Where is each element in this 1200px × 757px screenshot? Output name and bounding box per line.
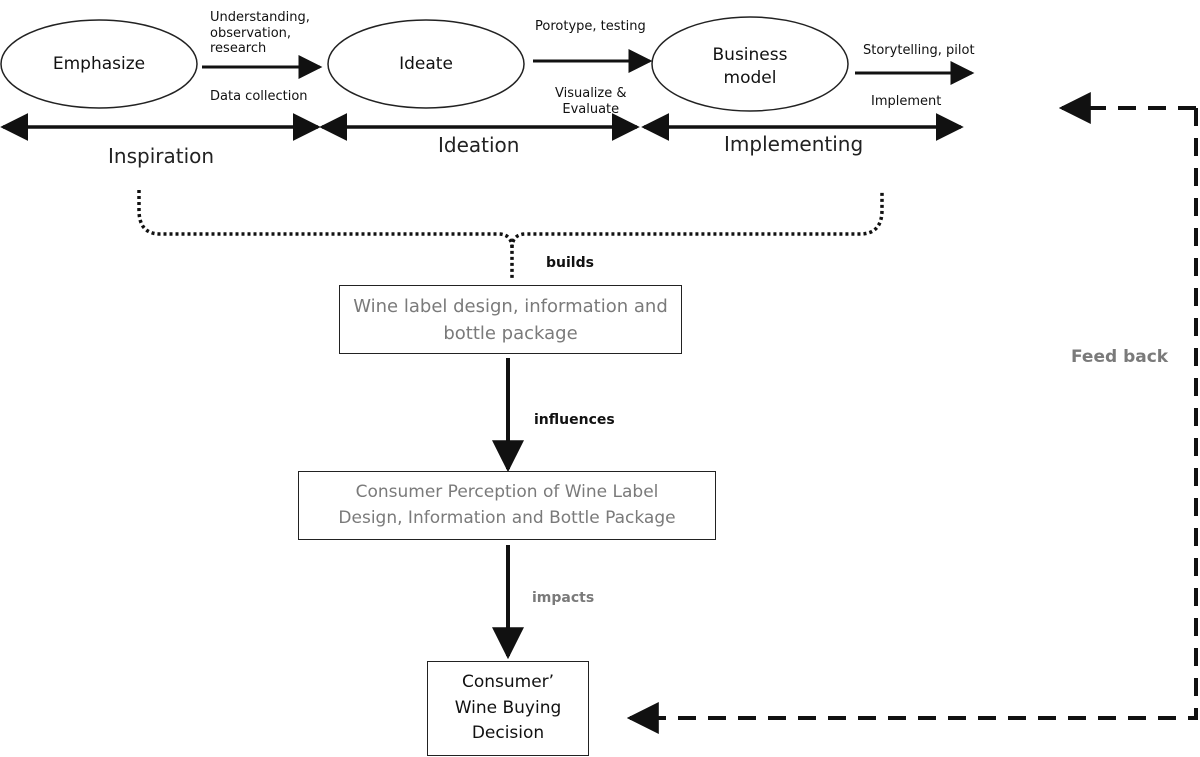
- business-model-label: Business model: [652, 20, 848, 114]
- ideate-ellipse: [327, 19, 525, 109]
- feedback-loop: [626, 108, 1198, 734]
- ideate-label: Ideate: [328, 20, 524, 108]
- ideate-text: Ideate: [399, 53, 453, 74]
- wine-label-box: Wine label design, information and bottl…: [339, 285, 682, 354]
- ideation-label: Ideation: [438, 133, 520, 157]
- impacts-label: impacts: [532, 590, 595, 606]
- feedback-label: Feed back: [1071, 347, 1169, 367]
- implement-label: Implement: [871, 94, 942, 109]
- decision-text: Consumer’ Wine Buying Decision: [454, 672, 562, 744]
- visualize-label: Visualize & Evaluate: [555, 86, 627, 117]
- influences-label: influences: [534, 412, 615, 428]
- understanding-label: Understanding, observation, research: [210, 10, 310, 57]
- prototype-label: Porotype, testing: [535, 19, 646, 34]
- decision-box: Consumer’ Wine Buying Decision: [427, 661, 589, 756]
- perception-box: Consumer Perception of Wine Label Design…: [298, 471, 716, 540]
- data-collection-label: Data collection: [210, 89, 308, 104]
- business-model-text: Business model: [712, 45, 788, 88]
- inspiration-label: Inspiration: [108, 144, 215, 168]
- emphasize-label: Emphasize: [1, 20, 197, 108]
- dotted-brace: [137, 190, 884, 278]
- perception-text: Consumer Perception of Wine Label Design…: [338, 482, 676, 528]
- storytelling-label: Storytelling, pilot: [863, 43, 975, 58]
- emphasize-text: Emphasize: [52, 53, 146, 74]
- wine-label-text: Wine label design, information and bottl…: [353, 295, 668, 344]
- builds-label: builds: [546, 255, 594, 271]
- implementing-label: Implementing: [724, 132, 864, 156]
- emphasize-ellipse: [0, 19, 198, 109]
